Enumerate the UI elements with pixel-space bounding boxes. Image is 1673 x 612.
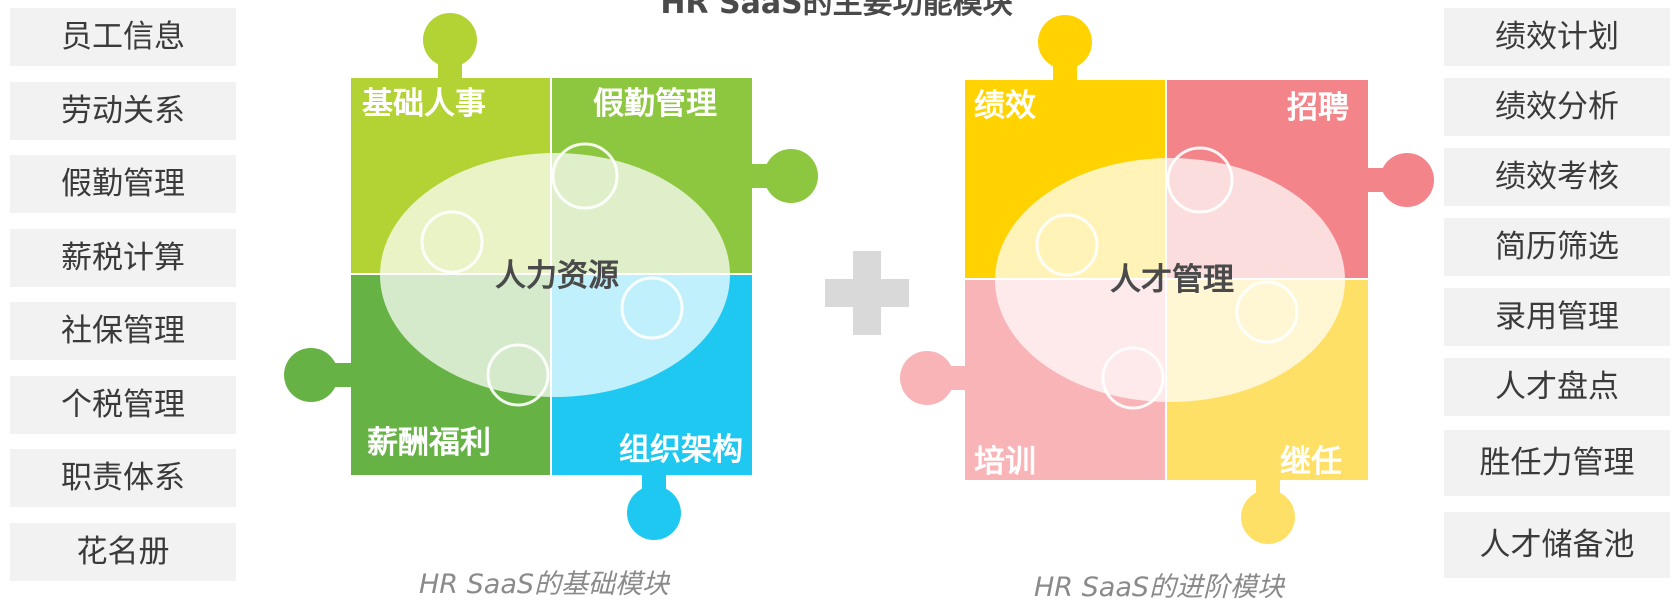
feature-item: 职责体系	[10, 449, 236, 507]
piece-recruitment	[1167, 80, 1368, 278]
feature-item: 社保管理	[10, 302, 236, 360]
hr-center-label: 人力资源	[495, 258, 619, 294]
feature-item: 花名册	[10, 523, 236, 581]
hr-center-overlay	[380, 153, 730, 397]
feature-item: 个税管理	[10, 376, 236, 434]
feature-item: 胜任力管理	[1444, 430, 1670, 496]
basic-feature-list: 员工信息 劳动关系 假勤管理 薪税计算 社保管理 个税管理 职责体系 花名册	[10, 0, 236, 612]
piece-label: 组织架构	[619, 432, 743, 468]
feature-item: 员工信息	[10, 8, 236, 66]
feature-item: 绩效计划	[1444, 8, 1670, 66]
piece-performance	[965, 80, 1165, 278]
basic-puzzle-pieces	[284, 13, 818, 540]
feature-item: 人才储备池	[1444, 512, 1670, 578]
piece-org-structure-knob	[627, 486, 681, 540]
piece-label: 假勤管理	[593, 86, 717, 122]
piece-label: 招聘	[1287, 90, 1349, 126]
piece-training-knob	[900, 351, 954, 405]
feature-item: 假勤管理	[10, 155, 236, 213]
piece-label: 薪酬福利	[367, 425, 491, 461]
piece-label: 绩效	[974, 88, 1036, 124]
feature-item: 绩效分析	[1444, 78, 1670, 136]
piece-label: 继任	[1280, 444, 1342, 480]
piece-succession-knob	[1241, 490, 1295, 544]
advanced-module-caption: HR SaaS的进阶模块	[1034, 572, 1285, 603]
feature-item: 薪税计算	[10, 229, 236, 287]
plus-icon	[825, 251, 909, 335]
piece-performance-knob	[1038, 15, 1092, 69]
page-title: HR SaaS的主要功能模块	[660, 0, 1013, 21]
piece-succession	[1167, 280, 1368, 480]
talent-center-label: 人才管理	[1110, 262, 1234, 298]
basic-module-caption: HR SaaS的基础模块	[419, 569, 670, 600]
piece-attendance-knob	[764, 149, 818, 203]
feature-item: 绩效考核	[1444, 148, 1670, 206]
piece-compensation	[351, 275, 550, 475]
feature-item: 录用管理	[1444, 288, 1670, 346]
feature-item: 人才盘点	[1444, 358, 1670, 416]
piece-attendance	[552, 78, 752, 273]
piece-org-structure	[552, 275, 752, 475]
piece-recruitment-knob	[1380, 153, 1434, 207]
piece-training	[965, 280, 1165, 480]
feature-item: 简历筛选	[1444, 218, 1670, 276]
piece-label: 培训	[974, 444, 1036, 480]
piece-core-hr	[351, 78, 550, 273]
piece-label: 基础人事	[362, 86, 486, 122]
advanced-feature-list: 绩效计划 绩效分析 绩效考核 简历筛选 录用管理 人才盘点 胜任力管理 人才储备…	[1444, 0, 1670, 612]
feature-item: 劳动关系	[10, 82, 236, 140]
advanced-puzzle-pieces	[900, 15, 1434, 544]
talent-center-overlay	[995, 158, 1345, 402]
piece-compensation-knob	[284, 348, 338, 402]
